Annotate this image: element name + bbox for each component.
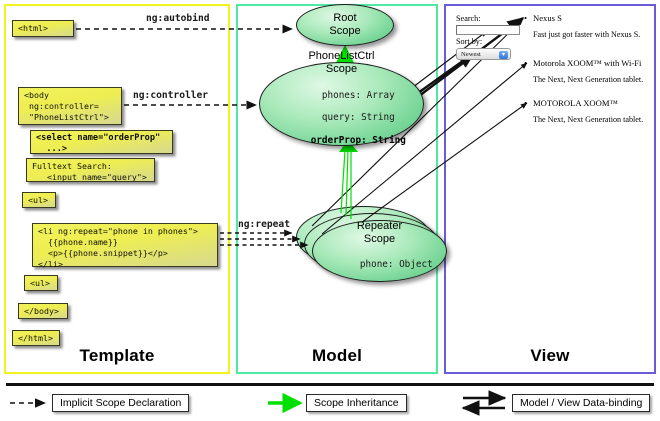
view-content: Search: Sort by: Newest ▾ Nexus S Fast j… [444, 4, 656, 374]
code-box-body-close: </body> [18, 303, 68, 319]
code-box-select: <select name="orderProp" ...> [30, 130, 173, 154]
scope-root-title-line2: Scope [329, 25, 361, 37]
panel-label-view: View [530, 346, 570, 365]
phone-snippet-3: The Next, Next Generation tablet. [533, 115, 644, 124]
scope-root: Root Scope [296, 4, 394, 46]
phone-snippet-2: The Next, Next Generation tablet. [533, 75, 644, 84]
code-box-body-open: <body ng:controller= "PhoneListCtrl"> [18, 87, 122, 125]
panel-label-model: Model [311, 346, 363, 365]
search-label: Search: [456, 14, 481, 23]
phone-name-1: Nexus S [524, 13, 562, 23]
code-box-fulltext: Fulltext Search: <input name="query"> [26, 158, 155, 182]
scope-repeater: Repeater Scope phone: Object [312, 220, 447, 282]
scope-phonelistctrl: PhoneListCtrl Scope phones: Array query:… [259, 50, 424, 147]
sort-label: Sort by: [456, 37, 483, 46]
code-box-li-repeat: <li ng:repeat="phone in phones"> {{phone… [32, 223, 218, 269]
legend-label-implicit: Implicit Scope Declaration [52, 394, 190, 412]
code-box-html-close: </html> [12, 330, 60, 346]
scope-repeater-title-line1: Repeater [356, 219, 403, 232]
scope-root-title-line1: Root [333, 12, 357, 25]
code-box-ul-open: <ul> [22, 192, 56, 208]
panel-label-template: Template [79, 346, 155, 365]
code-box-ul-close: <ul> [24, 275, 58, 291]
phone-snippet-1: Fast just got faster with Nexus S. [533, 30, 641, 39]
scope-prop-query: query: String [321, 112, 395, 124]
edge-label-controller: ng:controller [133, 90, 209, 101]
scope-repeater-title-line2: Scope [363, 232, 396, 245]
scope-phonelistctrl-title-line1: PhoneListCtrl [308, 50, 375, 63]
scope-phonelistctrl-title-line2: Scope [325, 62, 358, 75]
search-input[interactable] [456, 25, 520, 35]
edge-label-autobind: ng:autobind [146, 13, 210, 24]
legend-divider [6, 383, 654, 386]
sort-select[interactable]: Newest ▾ [456, 48, 511, 60]
legend-label-databinding: Model / View Data-binding [512, 394, 651, 412]
legend-label-inheritance: Scope Inheritance [306, 394, 407, 412]
phone-name-2: Motorola XOOM™ with Wi-Fi [524, 58, 641, 68]
scope-prop-phones: phones: Array [321, 89, 395, 101]
sort-select-value: Newest [461, 51, 481, 58]
legend-line-double [461, 390, 507, 416]
scope-prop-orderprop: orderProp: String [310, 135, 406, 147]
chevron-down-icon[interactable]: ▾ [499, 50, 508, 59]
phone-name-3: MOTOROLA XOOM™ [524, 98, 618, 108]
scope-prop-phone: phone: Object [359, 259, 433, 271]
code-box-html-open: <html> [12, 20, 74, 37]
edge-label-repeat: ng:repeat [238, 219, 290, 230]
